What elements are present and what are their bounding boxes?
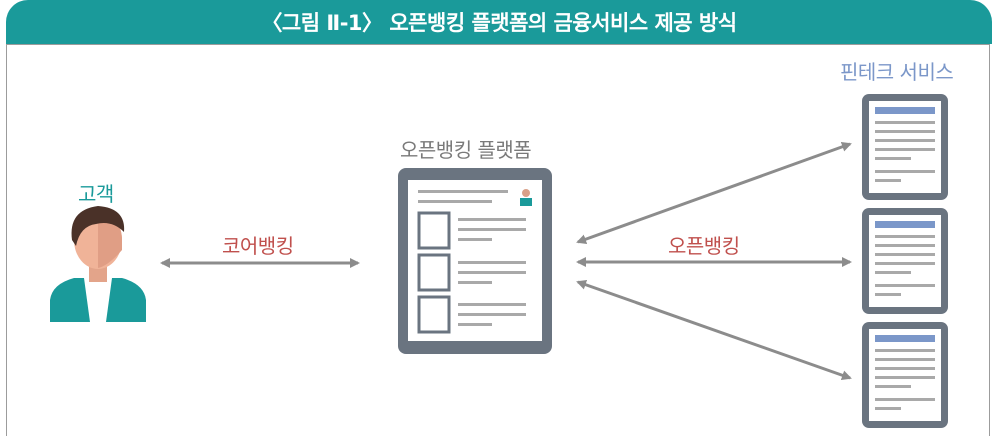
- fintech-service-label: 핀테크 서비스: [840, 60, 954, 84]
- phone-icon: [862, 94, 948, 200]
- open-banking-label: 오픈뱅킹: [668, 234, 740, 258]
- person-icon: [50, 206, 146, 322]
- figure-title: 〈그림 Ⅱ-1〉 오픈뱅킹 플랫폼의 금융서비스 제공 방식: [6, 0, 992, 44]
- phone-icon: [862, 322, 948, 428]
- open-banking-arrow-bottom: [576, 279, 852, 381]
- tablet-icon: [398, 168, 552, 354]
- core-banking-label: 코어뱅킹: [222, 234, 294, 258]
- customer-label: 고객: [78, 182, 114, 206]
- open-banking-arrow-top: [576, 142, 852, 244]
- phone-icon: [862, 208, 948, 314]
- platform-label: 오픈뱅킹 플랫폼: [400, 138, 532, 162]
